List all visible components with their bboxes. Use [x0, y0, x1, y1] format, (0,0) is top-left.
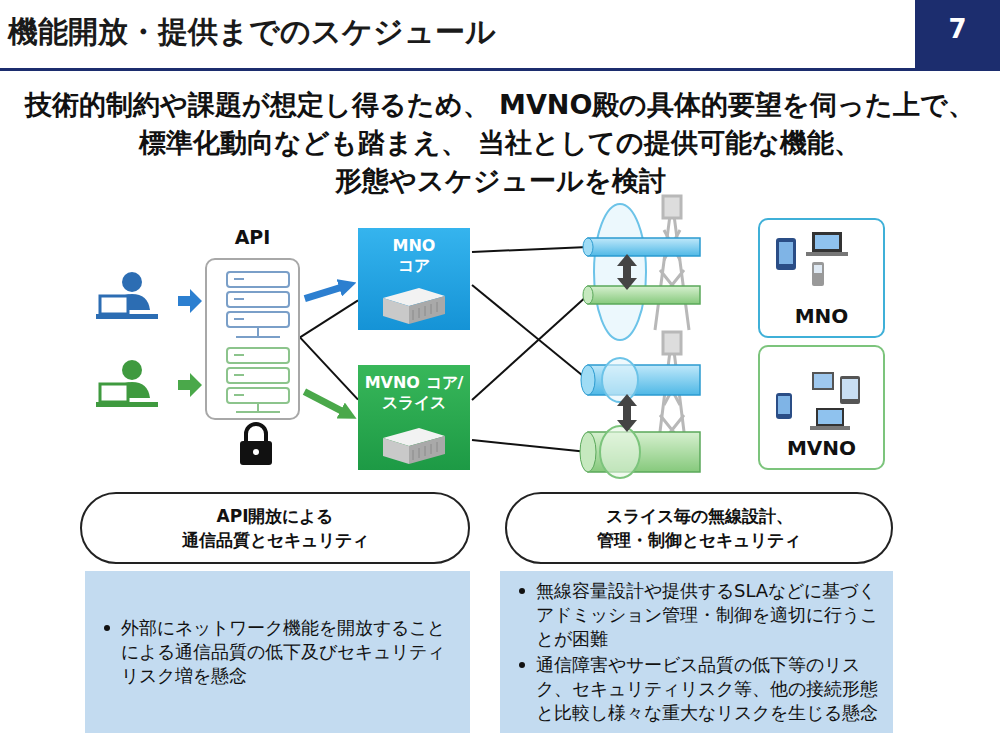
slide-title: 機能開放・提供までのスケジュール — [8, 12, 496, 53]
mvno-devices — [776, 372, 860, 430]
core-name: MVNO コア/スライス — [360, 373, 468, 413]
topic-pill: スライス毎の無線設計、 管理・制御とセキュリティ — [505, 492, 893, 564]
server-illustration — [379, 284, 449, 324]
api-link-line — [300, 300, 358, 337]
bullet-dot — [104, 625, 110, 631]
user-arrow-green — [178, 373, 202, 397]
api-server-icons — [227, 272, 289, 412]
subtitle: 技術的制約や課題が想定し得るため、 MVNO殿の具体的要望を伺った上で、標準化動… — [20, 86, 980, 200]
core-name: MNO コア — [379, 236, 449, 276]
bullet-dot — [519, 588, 525, 594]
slice-pipes-lower — [580, 358, 700, 478]
header-rule — [0, 68, 1000, 71]
user-icon-green — [96, 360, 158, 407]
server-illustration — [379, 424, 449, 464]
bullet-dot — [519, 662, 525, 668]
bullet-text: 無線容量設計や提供するSLAなどに基づくアドミッション管理・制御を適切に行うこと… — [514, 579, 883, 651]
device-group-name: MVNO — [787, 436, 856, 460]
slice-pipes-upper — [583, 204, 700, 340]
mvno-device-box: MVNO — [758, 345, 885, 470]
mvno-core-box: MVNO コア/スライス — [358, 365, 470, 470]
device-group-name: MNO — [795, 304, 849, 328]
note-box: 無線容量設計や提供するSLAなどに基づくアドミッション管理・制御を適切に行うこと… — [500, 571, 893, 733]
lock-icon — [240, 424, 272, 465]
topic-pill: API開放による 通信品質とセキュリティ — [80, 492, 470, 564]
page-number-box — [915, 0, 1000, 70]
user-icon-blue — [96, 272, 158, 319]
topic-text: スライス毎の無線設計、 管理・制御とセキュリティ — [584, 504, 814, 552]
bullet-text: 通信障害やサービス品質の低下等のリスク、セキュリティリスク等、他の接続形態と比較… — [514, 653, 883, 725]
bullet-text: 外部にネットワーク機能を開放することによる通信品質の低下及びセキュリティリスク増… — [99, 616, 460, 688]
slice-lines — [472, 247, 588, 452]
note-box: 外部にネットワーク機能を開放することによる通信品質の低下及びセキュリティリスク増… — [85, 571, 470, 733]
mno-device-box: MNO — [758, 218, 885, 338]
page-number: 7 — [915, 14, 1000, 44]
api-arrow-green — [304, 392, 343, 413]
api-box: API — [205, 258, 300, 420]
mno-devices — [776, 232, 848, 286]
box-heading: API — [207, 226, 298, 248]
mno-core-box: MNO コア — [358, 228, 470, 330]
api-arrow-blue — [305, 287, 343, 299]
api-link-line — [300, 337, 358, 399]
user-arrow-blue — [178, 289, 202, 313]
antenna-tower-upper — [655, 196, 689, 330]
topic-text: API開放による 通信品質とセキュリティ — [160, 504, 390, 552]
